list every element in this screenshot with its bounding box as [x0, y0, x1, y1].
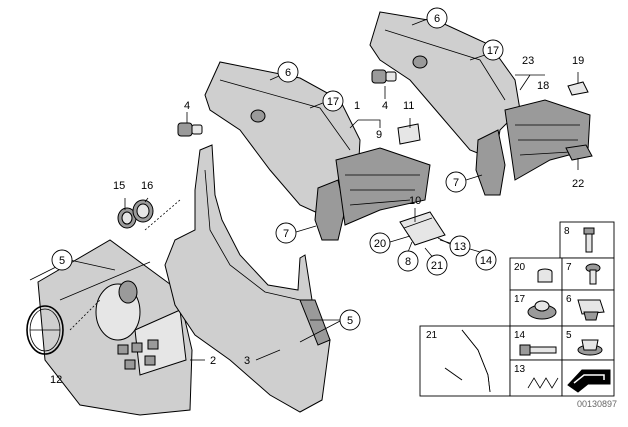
storage-bin-part-18: [504, 99, 591, 181]
label-19: 19: [572, 55, 584, 67]
label-4-right: 4: [382, 100, 388, 112]
callout-14: 14: [480, 255, 492, 267]
label-22: 22: [572, 178, 584, 190]
callout-6b: 6: [434, 13, 440, 25]
label-23: 23: [522, 55, 534, 67]
callout-13: 13: [454, 241, 466, 253]
callout-5b: 5: [347, 315, 353, 327]
callout-20: 20: [374, 238, 386, 250]
screw-icon: [583, 227, 595, 253]
lid-part-10: [399, 211, 446, 246]
trim-panel-left: [37, 239, 193, 416]
callout-6a: 6: [285, 67, 291, 79]
legend-label-14: 14: [514, 330, 526, 341]
push-clip-part-4-left: [177, 122, 203, 137]
cap-icon: [537, 268, 553, 283]
callout-7a: 7: [283, 228, 289, 240]
document-number: 00130897: [577, 399, 617, 409]
arrow-symbol-icon: [567, 369, 611, 393]
legend-label-5: 5: [566, 330, 572, 341]
label-3: 3: [244, 355, 250, 367]
callout-5a: 5: [59, 255, 65, 267]
legend-label-17: 17: [514, 294, 526, 305]
grommets-15-16: [117, 199, 154, 229]
pocket-part-7-left: [314, 179, 346, 241]
cover-part-19: [567, 81, 589, 96]
callout-labels: 6 6 17 17 7 7 5 5 20 8 21 13 14: [51, 7, 504, 331]
hardware-legend: [419, 221, 615, 397]
legend-label-21: 21: [426, 330, 438, 341]
plain-labels: 4 4 1 11 9 10 23 18 19 22 15 16 12 2 3: [50, 55, 584, 386]
label-10: 10: [409, 195, 421, 207]
clip-icon: [577, 299, 605, 321]
spring-icon: [527, 377, 559, 389]
cover-part-11: [397, 123, 421, 145]
label-15: 15: [113, 180, 125, 192]
push-nut-icon: [577, 339, 603, 356]
label-16: 16: [141, 180, 153, 192]
callout-7b: 7: [453, 177, 459, 189]
legend-label-20: 20: [514, 262, 526, 273]
legend-label-7: 7: [566, 262, 572, 273]
legend-labels: 8 20 7 17 6 21 14 5 13: [426, 226, 572, 375]
screw-small-icon: [585, 263, 601, 285]
legend-label-6: 6: [566, 294, 572, 305]
label-11: 11: [403, 100, 414, 112]
grommet-icon: [527, 300, 557, 320]
side-panel-part-3: [164, 144, 331, 413]
legend-label-13: 13: [514, 364, 526, 375]
label-18: 18: [537, 80, 549, 92]
callout-8: 8: [405, 256, 411, 268]
label-12: 12: [50, 374, 62, 386]
cover-part-22: [565, 144, 593, 161]
label-2: 2: [210, 355, 216, 367]
quarter-panel-center: [204, 61, 361, 216]
label-9: 9: [376, 129, 382, 141]
label-4-left: 4: [184, 100, 190, 112]
callout-17a: 17: [327, 96, 339, 108]
pocket-part-7-right: [475, 129, 506, 196]
push-clip-part-4-right: [371, 69, 397, 84]
label-1: 1: [354, 100, 360, 112]
callout-21: 21: [431, 260, 443, 272]
cable-icon: [444, 329, 491, 393]
callout-17b: 17: [487, 45, 499, 57]
bolt-icon: [519, 344, 557, 356]
storage-bin-part-9: [335, 147, 431, 226]
legend-label-8: 8: [564, 226, 570, 237]
